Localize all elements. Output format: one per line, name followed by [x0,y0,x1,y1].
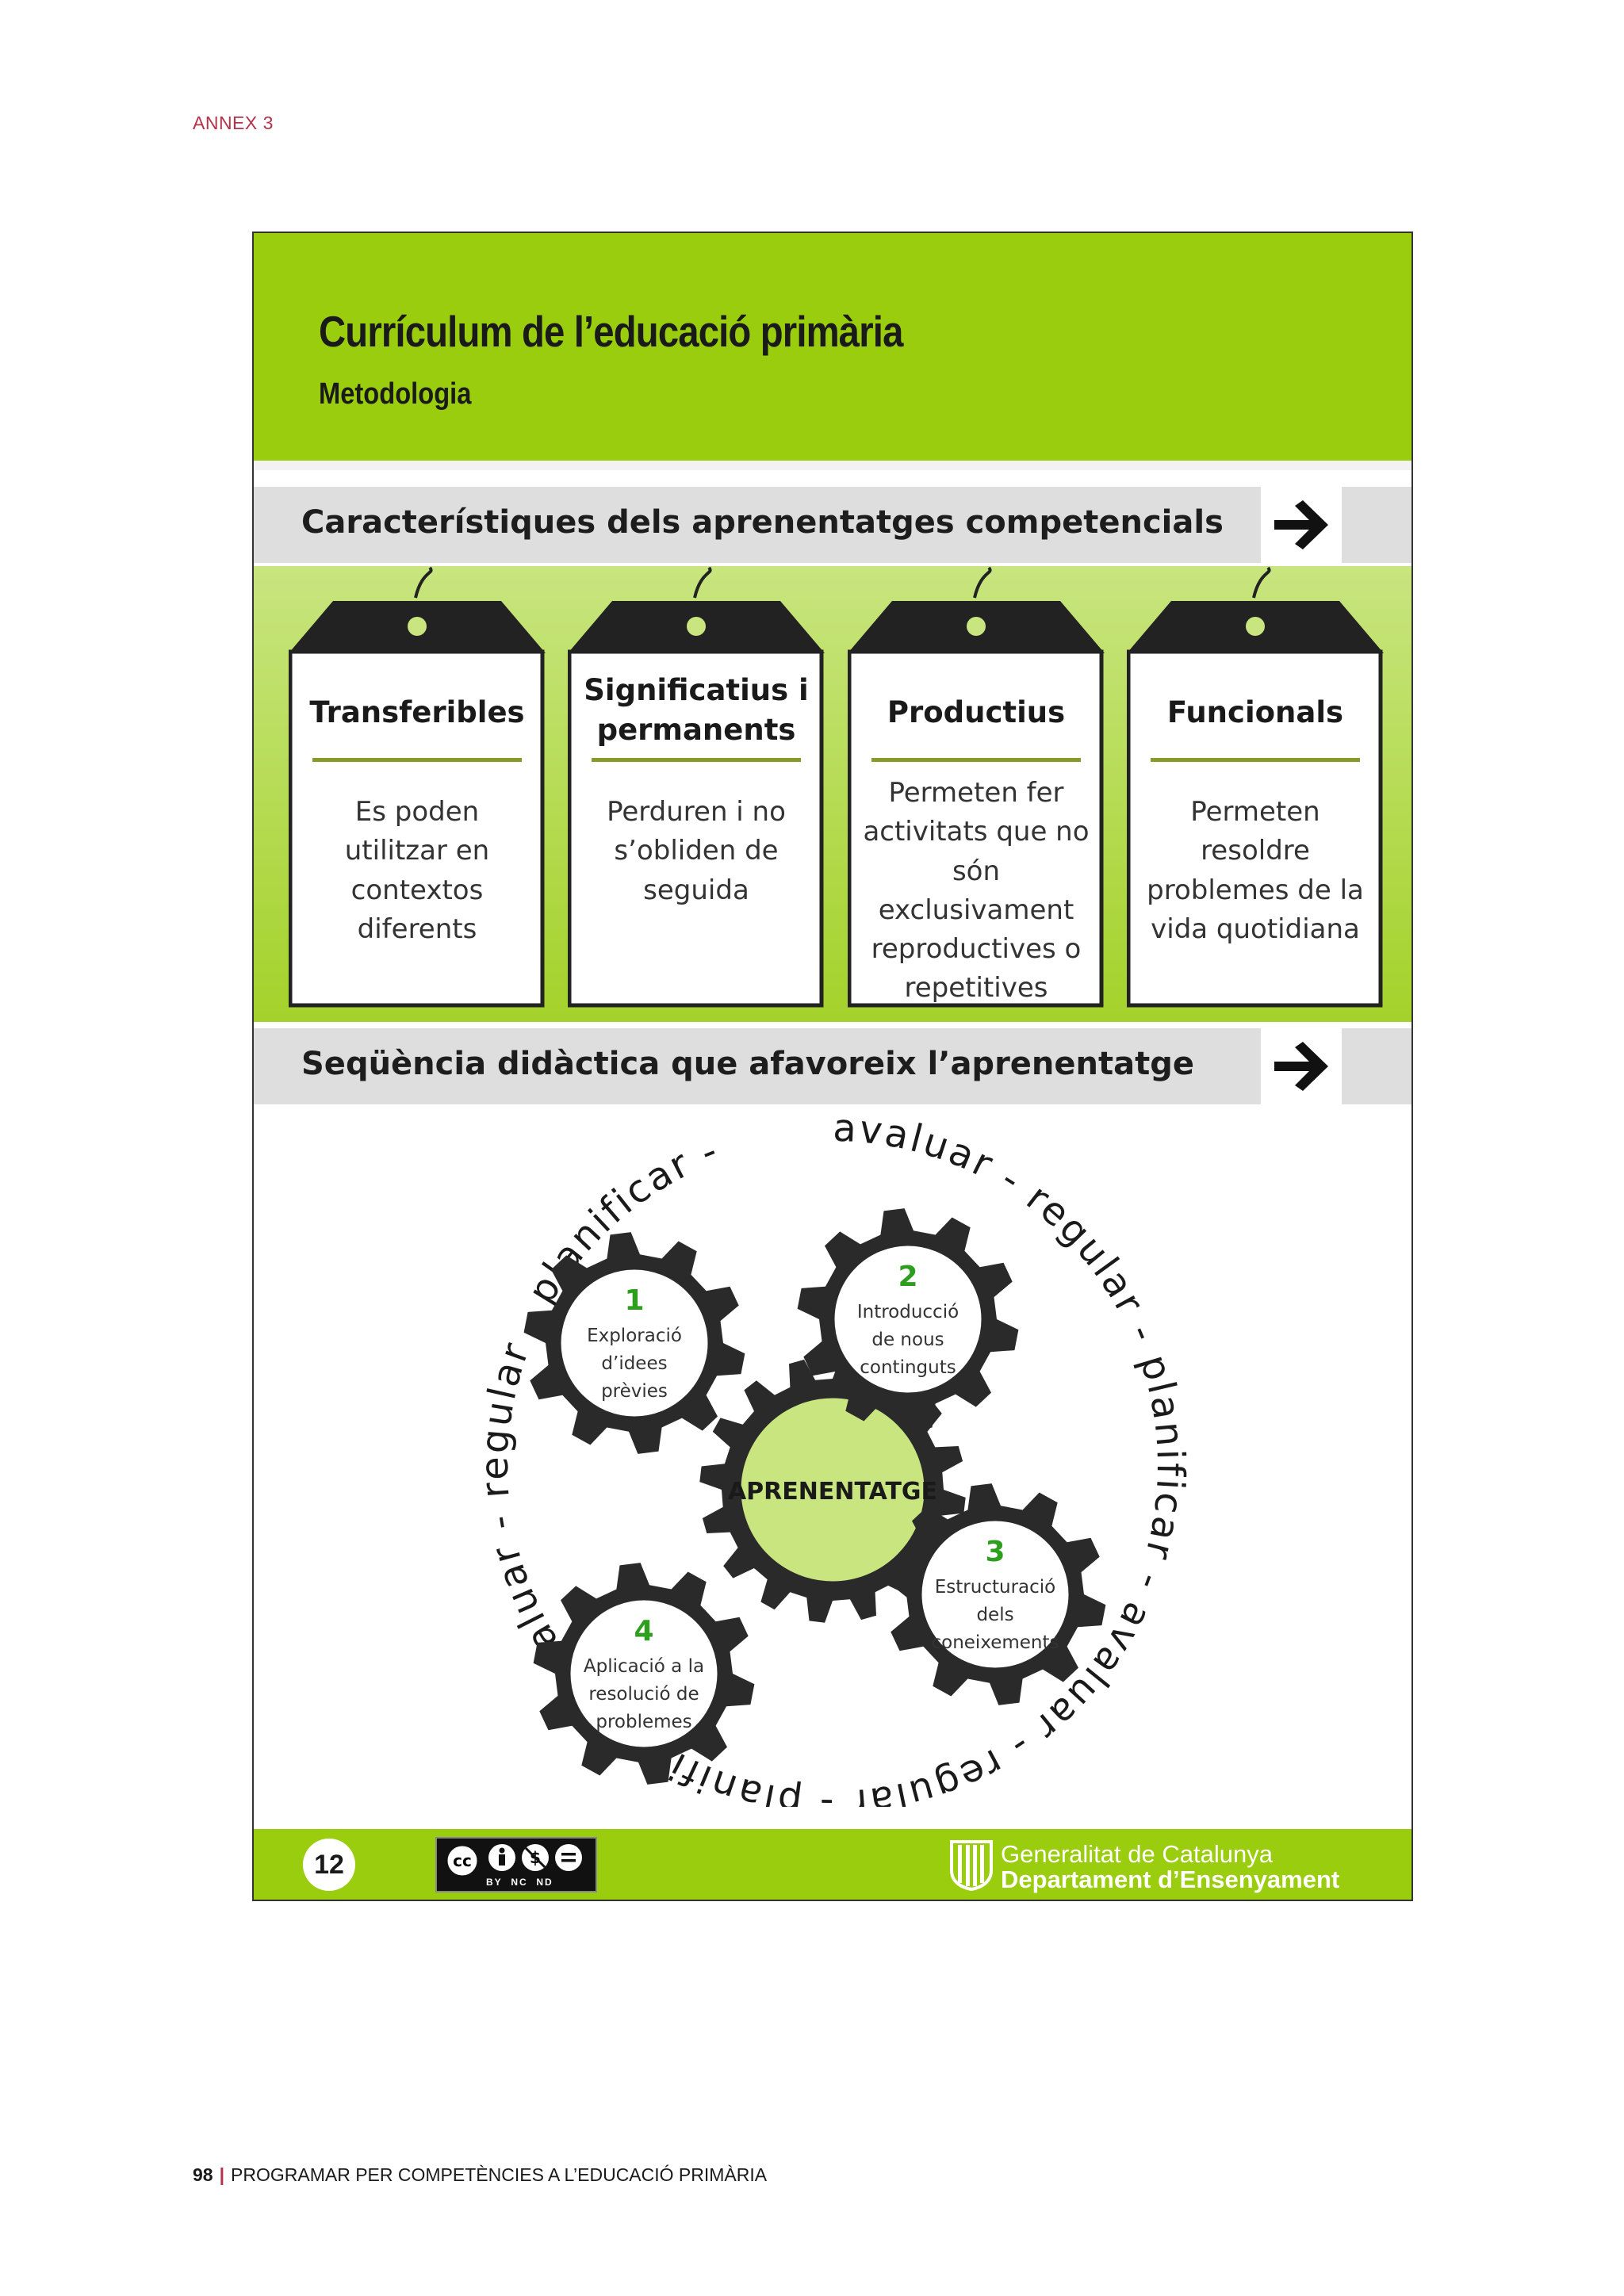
section-title-characteristics: Característiques dels aprenentatges comp… [301,504,1224,541]
tag-card: Productius Permeten fer activitats que n… [848,566,1105,1010]
arrow-right-icon [1274,500,1328,549]
footer-divider: | [219,2164,225,2185]
slide: Currículum de l’educació primària Metodo… [252,232,1413,1901]
tags-area: Transferibles Es poden utilitzar en cont… [254,566,1411,1022]
step-number: 4 [634,1615,653,1647]
section-band-characteristics: Característiques dels aprenentatges comp… [254,487,1411,563]
step-number: 2 [898,1261,917,1293]
slide-header: Currículum de l’educació primària Metodo… [254,233,1411,461]
page-footer: 98 | PROGRAMAR PER COMPETÈNCIES A L’EDUCAC… [193,2164,767,2186]
tag-divider [871,758,1081,762]
tag-divider [1151,758,1360,762]
slide-subtitle: Metodologia [319,377,472,411]
org-line-1: Generalitat de Catalunya [1001,1840,1273,1868]
tag-title: Significatius i permanents [584,673,809,747]
tag-text: Perduren i no s’obliden de seguida [607,796,786,906]
tag-divider [312,758,522,762]
svg-text:cc: cc [453,1851,472,1870]
arrow-right-icon [1274,1042,1328,1091]
section-title-sequence: Seqüència didàctica que afavoreix l’apre… [301,1046,1194,1082]
tag-title: Transferibles [309,695,525,729]
tag-text: Permeten resoldre problemes de la vida q… [1147,796,1364,945]
tag-card: Transferibles Es poden utilitzar en cont… [289,566,546,1010]
annex-label: ANNEX 3 [193,113,274,133]
learning-cycle-diagram: avaluar - regular - planificar - avaluar… [473,1109,1190,1807]
next-arrow-button[interactable] [1261,1028,1342,1104]
step-circle [917,1517,1073,1672]
tag-card: Funcionals Permeten resoldre problemes d… [1127,566,1384,1010]
step-number: 1 [624,1284,644,1317]
creative-commons-badge: cc $ BY NC ND [435,1837,597,1892]
slide-number: 12 [303,1839,355,1891]
cc-license-icon: cc $ [445,1843,582,1878]
step-circle [830,1242,986,1397]
tag-title: Productius [887,695,1066,729]
publication-title: PROGRAMAR PER COMPETÈNCIES A L’EDUCACIÓ … [231,2164,768,2185]
tag-title: Funcionals [1166,695,1344,729]
org-line-2: Departament d’Ensenyament [1001,1866,1340,1893]
slide-title: Currículum de l’educació primària [319,307,903,356]
center-label: APRENENTATGE [728,1478,937,1506]
tag-text: Es poden utilitzar en contextos diferent… [344,796,490,945]
section-band-sequence: Seqüència didàctica que afavoreix l’apre… [254,1028,1411,1104]
next-arrow-button[interactable] [1261,487,1342,563]
license-labels: BY NC ND [486,1877,553,1888]
page-number: 98 [193,2164,213,2185]
tag-card: Significatius i permanents Perduren i no… [568,566,825,1010]
generalitat-logo-icon [950,1840,993,1891]
step-circle [557,1265,712,1421]
tag-divider [592,758,801,762]
tag-text: Permeten fer activitats que no són exclu… [863,777,1090,1004]
step-number: 3 [985,1536,1005,1568]
center-circle [737,1394,929,1586]
separator [254,461,1411,470]
slide-footer: 12 cc $ BY NC ND [254,1829,1411,1900]
step-circle [566,1596,722,1751]
